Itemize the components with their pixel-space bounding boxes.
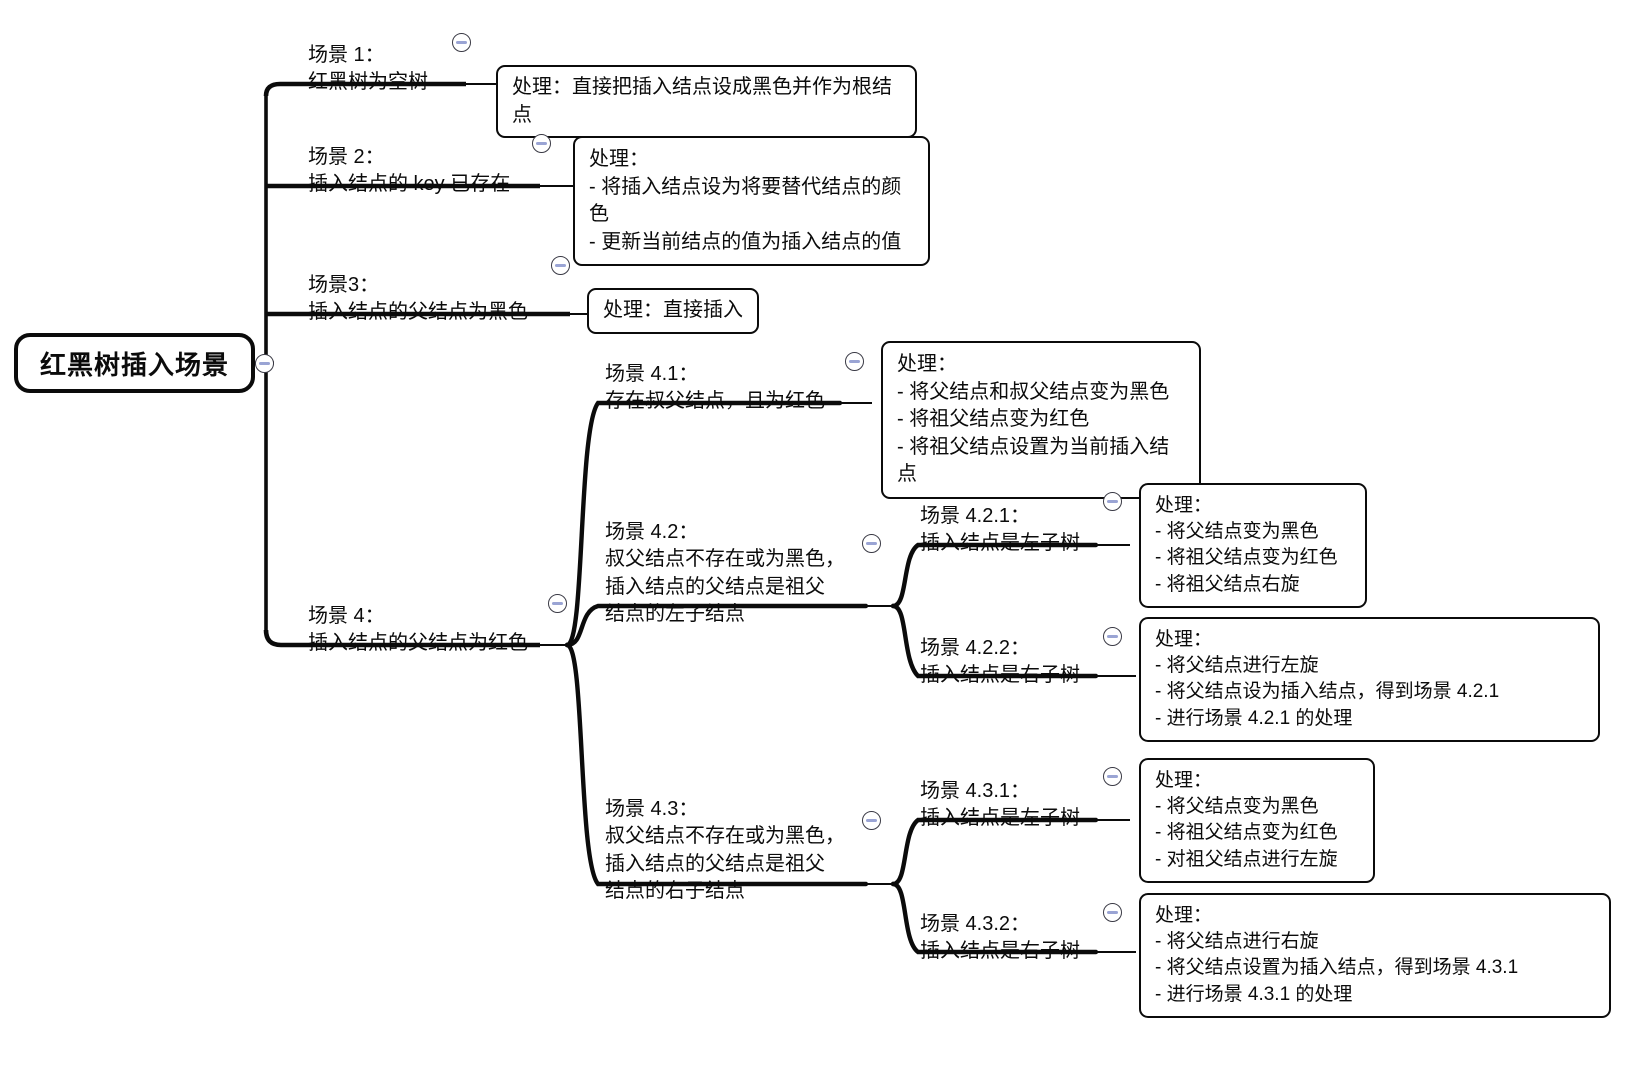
topic-scenario-4[interactable]: 场景 4： 插入结点的父结点为红色 — [308, 575, 578, 658]
detail-scenario-4-3-2[interactable]: 处理： - 将父结点进行右旋 - 将父结点设置为插入结点，得到场景 4.3.1 … — [1139, 893, 1611, 1018]
topic-scenario-4-1-label: 场景 4.1： 存在叔父结点，且为红色 — [605, 362, 825, 413]
collapse-minus-icon-s2[interactable] — [532, 134, 551, 153]
topic-scenario-1[interactable]: 场景 1： 红黑树为空树 — [308, 14, 548, 97]
topic-scenario-4-2-2-label: 场景 4.2.2： 插入结点是右子树 — [920, 636, 1080, 687]
topic-scenario-4-3-1[interactable]: 场景 4.3.1： 插入结点是左子树 — [920, 750, 1130, 833]
detail-scenario-2-text: 处理： - 将插入结点设为将要替代结点的颜色 - 更新当前结点的值为插入结点的值 — [589, 148, 902, 253]
detail-scenario-1[interactable]: 处理：直接把插入结点设成黑色并作为根结点 — [496, 65, 917, 139]
detail-scenario-4-3-1-text: 处理： - 将父结点变为黑色 - 将祖父结点变为红色 - 对祖父结点进行左旋 — [1155, 770, 1338, 870]
collapse-minus-icon-root[interactable] — [255, 354, 274, 373]
detail-scenario-3[interactable]: 处理：直接插入 — [587, 288, 759, 334]
detail-scenario-4-3-2-text: 处理： - 将父结点进行右旋 - 将父结点设置为插入结点，得到场景 4.3.1 … — [1155, 905, 1519, 1005]
topic-scenario-4-2-2[interactable]: 场景 4.2.2： 插入结点是右子树 — [920, 607, 1130, 690]
topic-scenario-4-3-2-label: 场景 4.3.2： 插入结点是右子树 — [920, 912, 1080, 963]
detail-scenario-4-1-text: 处理： - 将父结点和叔父结点变为黑色 - 将祖父结点变为红色 - 将祖父结点设… — [897, 353, 1170, 486]
topic-scenario-1-label: 场景 1： 红黑树为空树 — [308, 43, 428, 94]
collapse-minus-icon-s422[interactable] — [1103, 627, 1122, 646]
collapse-minus-icon-s43[interactable] — [862, 811, 881, 830]
topic-scenario-4-2-label: 场景 4.2： 叔父结点不存在或为黑色， 插入结点的父结点是祖父 结点的左子结点 — [605, 520, 845, 626]
collapse-minus-icon-s421[interactable] — [1103, 492, 1122, 511]
topic-scenario-3-label: 场景3： 插入结点的父结点为黑色 — [308, 273, 528, 324]
topic-scenario-3[interactable]: 场景3： 插入结点的父结点为黑色 — [308, 244, 578, 327]
detail-scenario-4-2-2[interactable]: 处理： - 将父结点进行左旋 - 将父结点设为插入结点，得到场景 4.2.1 -… — [1139, 617, 1600, 742]
detail-scenario-4-2-1-text: 处理： - 将父结点变为黑色 - 将祖父结点变为红色 - 将祖父结点右旋 — [1155, 495, 1338, 595]
collapse-minus-icon-s41[interactable] — [845, 352, 864, 371]
topic-scenario-4-3-1-label: 场景 4.3.1： 插入结点是左子树 — [920, 779, 1080, 830]
collapse-minus-icon-s4[interactable] — [548, 594, 567, 613]
root-node-label: 红黑树插入场景 — [39, 349, 229, 380]
detail-scenario-3-text: 处理：直接插入 — [603, 299, 743, 321]
topic-scenario-4-3-label: 场景 4.3： 叔父结点不存在或为黑色， 插入结点的父结点是祖父 结点的右子结点 — [605, 797, 845, 903]
collapse-minus-icon-s3[interactable] — [551, 256, 570, 275]
detail-scenario-4-3-1[interactable]: 处理： - 将父结点变为黑色 - 将祖父结点变为红色 - 对祖父结点进行左旋 — [1139, 758, 1375, 883]
detail-scenario-4-1[interactable]: 处理： - 将父结点和叔父结点变为黑色 - 将祖父结点变为红色 - 将祖父结点设… — [881, 341, 1201, 499]
collapse-minus-icon-s432[interactable] — [1103, 903, 1122, 922]
topic-scenario-4-3[interactable]: 场景 4.3： 叔父结点不存在或为黑色， 插入结点的父结点是祖父 结点的右子结点 — [605, 768, 850, 906]
collapse-minus-icon-s431[interactable] — [1103, 767, 1122, 786]
topic-scenario-4-label: 场景 4： 插入结点的父结点为红色 — [308, 604, 528, 655]
topic-scenario-4-3-2[interactable]: 场景 4.3.2： 插入结点是右子树 — [920, 883, 1130, 966]
root-node[interactable]: 红黑树插入场景 — [14, 333, 255, 393]
topic-scenario-2-label: 场景 2： 插入结点的 key 已存在 — [308, 145, 511, 196]
topic-scenario-4-2-1-label: 场景 4.2.1： 插入结点是左子树 — [920, 504, 1080, 555]
topic-scenario-4-1[interactable]: 场景 4.1： 存在叔父结点，且为红色 — [605, 333, 865, 416]
detail-scenario-4-2-2-text: 处理： - 将父结点进行左旋 - 将父结点设为插入结点，得到场景 4.2.1 -… — [1155, 629, 1500, 729]
detail-scenario-4-2-1[interactable]: 处理： - 将父结点变为黑色 - 将祖父结点变为红色 - 将祖父结点右旋 — [1139, 483, 1367, 608]
detail-scenario-1-text: 处理：直接把插入结点设成黑色并作为根结点 — [512, 76, 892, 126]
topic-scenario-4-2[interactable]: 场景 4.2： 叔父结点不存在或为黑色， 插入结点的父结点是祖父 结点的左子结点 — [605, 491, 850, 629]
collapse-minus-icon-s42[interactable] — [862, 534, 881, 553]
collapse-minus-icon-s1[interactable] — [452, 33, 471, 52]
detail-scenario-2[interactable]: 处理： - 将插入结点设为将要替代结点的颜色 - 更新当前结点的值为插入结点的值 — [573, 136, 930, 267]
topic-scenario-2[interactable]: 场景 2： 插入结点的 key 已存在 — [308, 116, 568, 199]
topic-scenario-4-2-1[interactable]: 场景 4.2.1： 插入结点是左子树 — [920, 475, 1130, 558]
